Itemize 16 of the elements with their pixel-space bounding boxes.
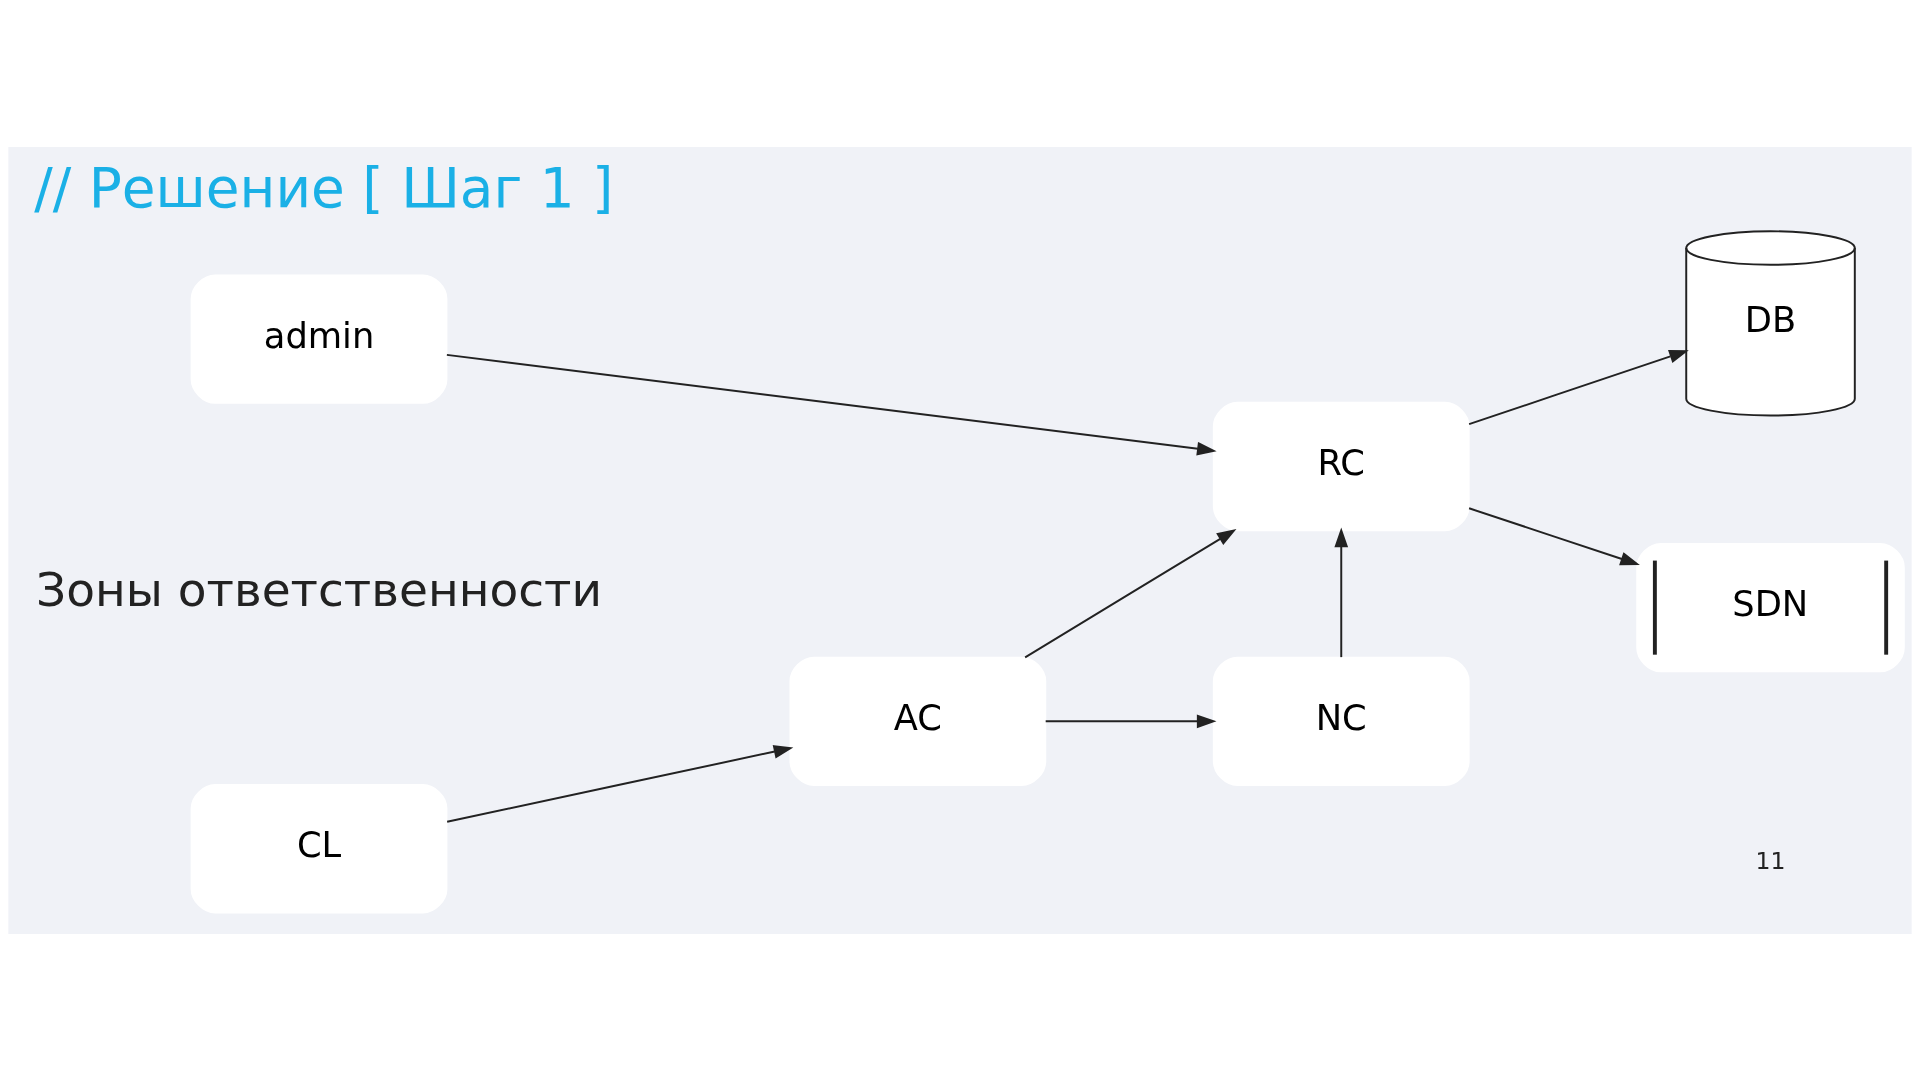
node-box: admin	[190, 273, 448, 404]
arrow	[1468, 349, 1689, 425]
diagram-title: // Решение [ Шаг 1 ]	[34, 155, 614, 220]
arrow	[446, 744, 794, 823]
node-box: AC	[789, 656, 1047, 786]
arrow	[1044, 713, 1217, 728]
node-box: NC	[1212, 656, 1470, 786]
node-box: CL	[190, 783, 448, 913]
arrow	[445, 353, 1217, 456]
node-box: RC	[1212, 401, 1470, 531]
node-box: SDN	[1636, 542, 1905, 672]
arrow	[1468, 506, 1640, 565]
arrow	[1024, 528, 1237, 658]
label: Зоны ответственности	[36, 561, 603, 617]
label: 11	[1755, 846, 1786, 875]
arrow	[1334, 527, 1349, 658]
